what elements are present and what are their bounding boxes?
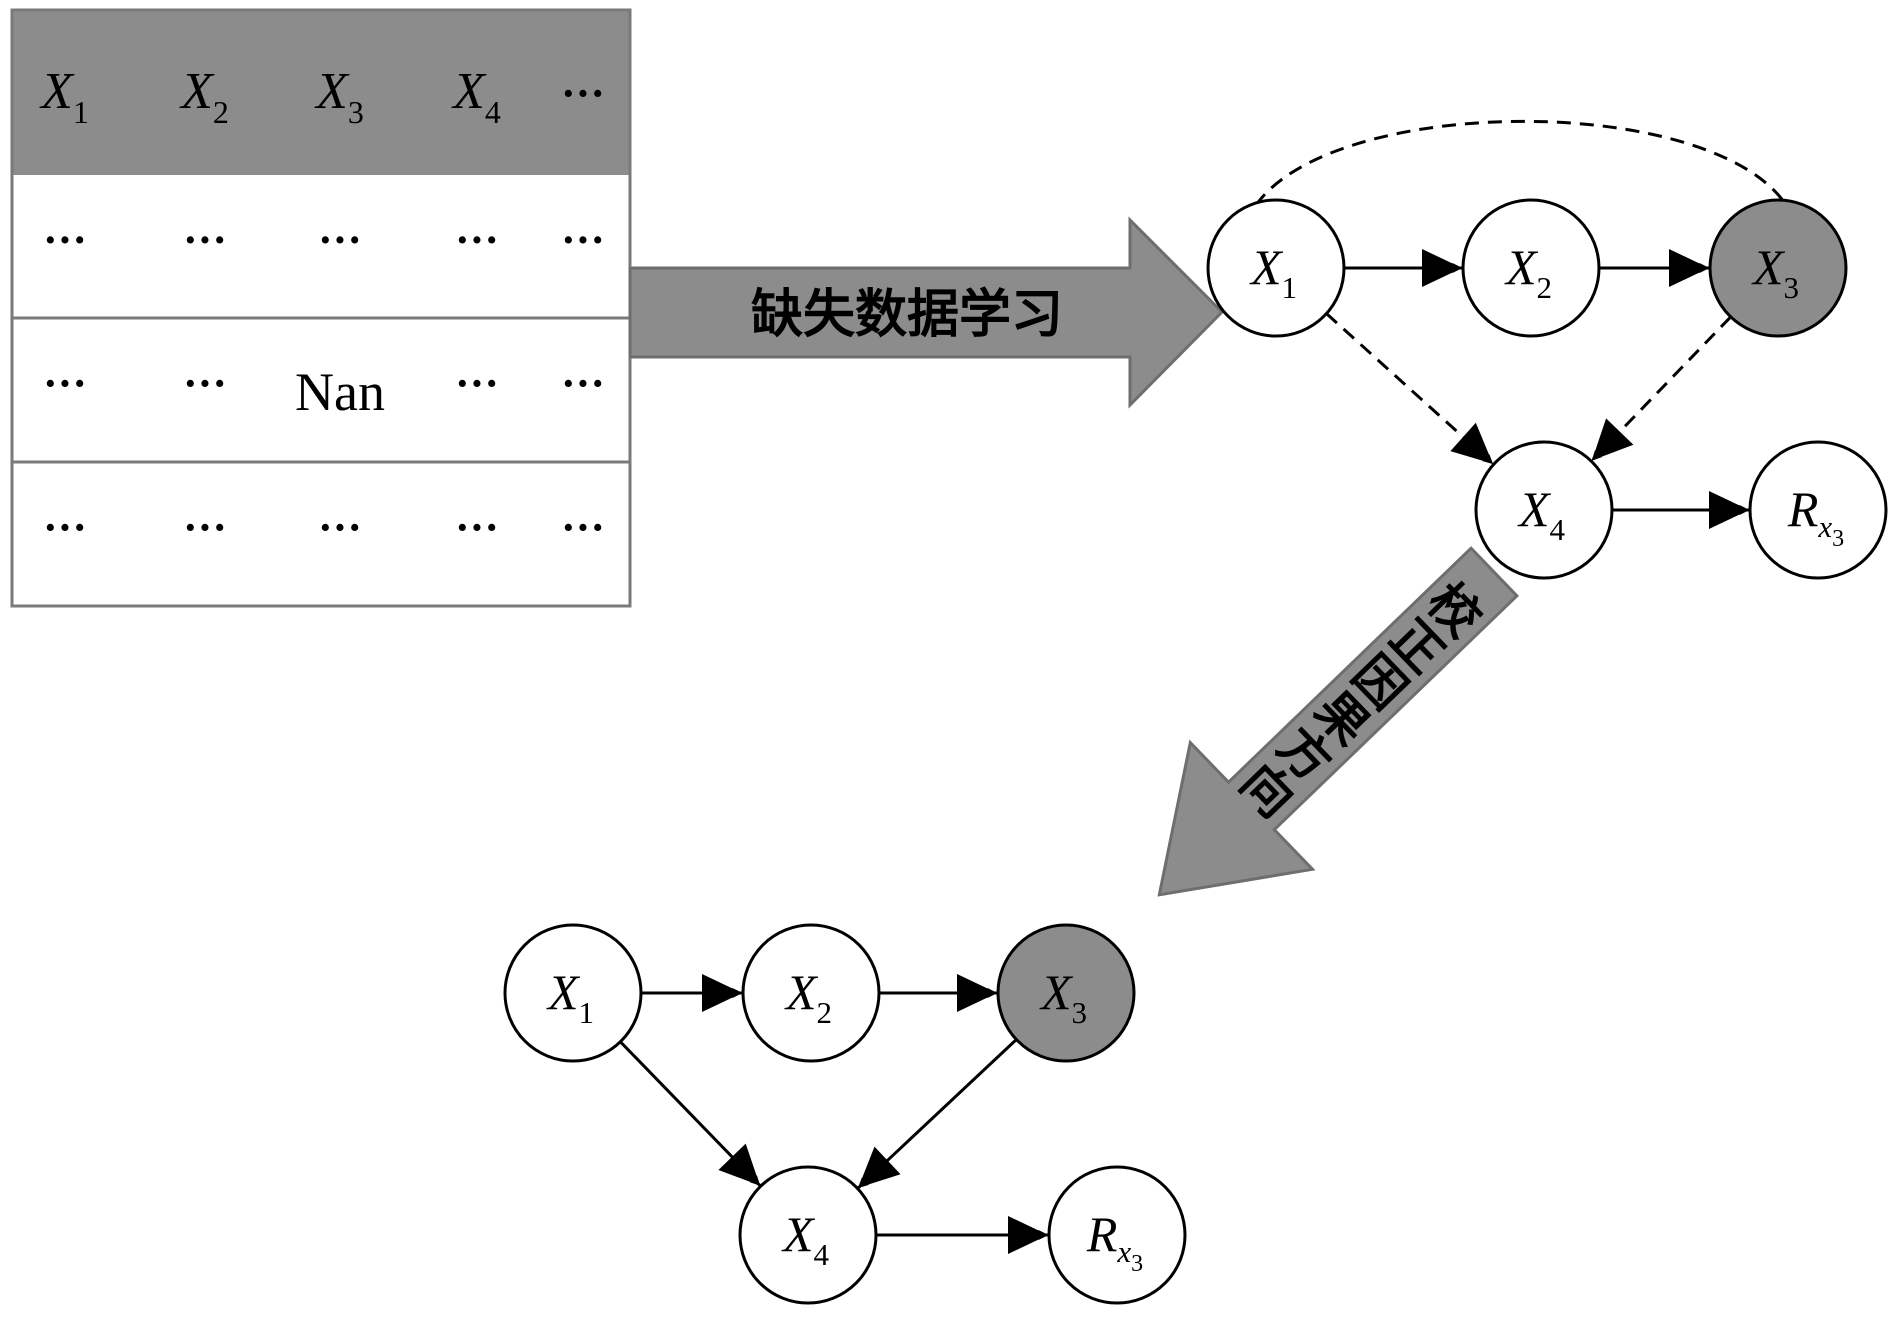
table-header-cell: X4	[451, 63, 501, 130]
node-label: X1	[546, 964, 594, 1030]
table-header-cell: ···	[561, 69, 605, 118]
missing-data-learning-arrow	[628, 216, 1225, 409]
node-circle	[741, 923, 881, 1063]
node-learned-x4: X4	[1474, 440, 1614, 580]
edge-corrected-x2-to-x3-head	[957, 974, 997, 1012]
edge-corrected-x1-to-x2-head	[702, 974, 742, 1012]
node-label: X1	[1249, 239, 1297, 305]
node-label: X2	[1504, 239, 1552, 305]
node-label: Rx3	[1086, 1206, 1143, 1277]
node-learned-x3: X3	[1708, 198, 1848, 338]
edge-corrected-x4-to-rx3-head	[1008, 1216, 1048, 1254]
node-corrected-x4: X4	[738, 1165, 878, 1305]
correct-causal-direction-label: 校正因果方向	[1229, 572, 1492, 829]
node-circle	[1206, 198, 1346, 338]
table-cell: ···	[183, 216, 227, 265]
node-corrected-x2: X2	[741, 923, 881, 1063]
node-learned-x1: X1	[1206, 198, 1346, 338]
node-circle	[996, 923, 1136, 1063]
table-cell: ···	[43, 216, 87, 265]
node-learned-x2: X2	[1461, 198, 1601, 338]
missing-data-learning-label: 缺失数据学习	[751, 285, 1063, 345]
node-corrected-x1: X1	[503, 923, 643, 1063]
table-cell: ···	[183, 359, 227, 408]
node-circle	[1474, 440, 1614, 580]
edge-learned-x1-to-x2-head	[1422, 249, 1462, 287]
table-cell: Nan	[295, 362, 385, 422]
edge-learned-x2-to-x3-head	[1669, 249, 1709, 287]
edge-corrected-x1-to-x4-head	[718, 1143, 760, 1186]
table-header-cell: X2	[179, 63, 229, 130]
table-cell: ···	[318, 216, 362, 265]
table-cell: ···	[561, 503, 605, 552]
node-corrected-rx3: Rx3	[1047, 1165, 1187, 1305]
table-header-cell: X1	[39, 63, 89, 130]
correct-causal-direction-arrow	[1157, 546, 1520, 897]
edge-learned-x3-to-x4-head	[1592, 418, 1634, 461]
data-table: X1 X2 X3 X4 ··· ··· ··· ··· ··· ··· ··· ··· Nan ··· ··…	[10, 8, 632, 608]
table-cell: ···	[455, 503, 499, 552]
table-cell: ···	[455, 216, 499, 265]
node-label: Rx3	[1787, 481, 1844, 552]
node-label: X4	[1517, 481, 1566, 547]
table-cell: ···	[318, 503, 362, 552]
table-header-band	[12, 10, 630, 175]
node-circle	[1047, 1165, 1187, 1305]
node-circle	[1708, 198, 1848, 338]
edge-corrected-x3-to-x4-head	[858, 1146, 901, 1188]
table-cell: ···	[561, 359, 605, 408]
table-header-cell: X3	[314, 63, 364, 130]
table-cell: ···	[455, 359, 499, 408]
node-circle	[503, 923, 643, 1063]
node-corrected-x3: X3	[996, 923, 1136, 1063]
table-cell: ···	[561, 216, 605, 265]
node-label: X3	[1751, 239, 1799, 305]
edge-learned-x1-to-x4-head	[1450, 422, 1493, 464]
edge-learned-x1-to-x3	[1254, 119, 1790, 209]
node-circle	[1748, 440, 1888, 580]
table-cell: ···	[183, 503, 227, 552]
table-cell: ···	[43, 359, 87, 408]
graph-edges	[619, 119, 1790, 1254]
node-learned-rx3: Rx3	[1748, 440, 1888, 580]
node-circle	[1461, 198, 1601, 338]
edge-learned-x4-to-rx3-head	[1709, 491, 1749, 529]
node-label: X2	[784, 964, 832, 1030]
node-circle	[738, 1165, 878, 1305]
table-cell: ···	[43, 503, 87, 552]
node-label: X3	[1039, 964, 1087, 1030]
node-label: X4	[781, 1206, 830, 1272]
